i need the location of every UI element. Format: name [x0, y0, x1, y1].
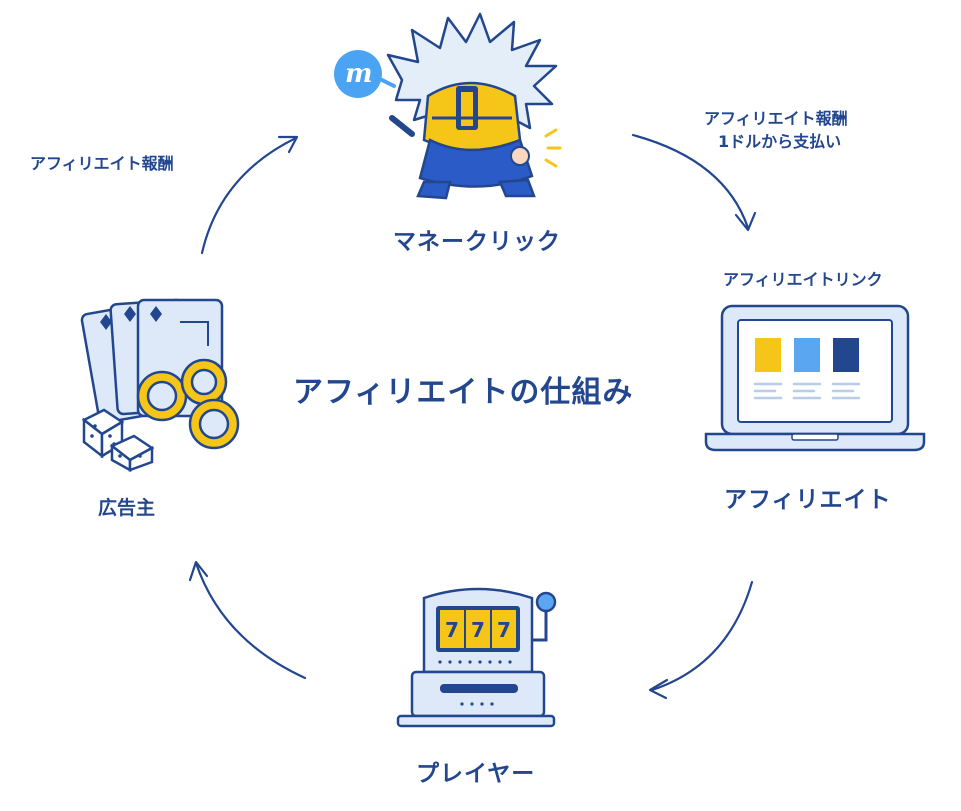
logo-letter: m	[345, 59, 373, 89]
arrow-top-to-right	[631, 133, 750, 230]
slot-symbol-1: 7	[445, 618, 459, 642]
node-label-moneyclick: マネークリック	[393, 229, 561, 255]
arrow-label-top-to-right-1: アフィリエイト報酬	[704, 109, 848, 128]
arrow-left-to-top	[200, 136, 298, 255]
node-label-affiliate: アフィリエイト	[724, 487, 892, 513]
arrow-right-to-bottom	[650, 580, 754, 692]
arrow-bottom-to-left	[194, 561, 307, 680]
arrow-label-top-to-right-2: 1ドルから支払い	[718, 132, 842, 151]
slot-symbol-2: 7	[471, 618, 485, 642]
slot-symbol-3: 7	[497, 618, 511, 642]
node-label-advertiser: 広告主	[98, 497, 156, 519]
node-label-player: プレイヤー	[416, 761, 536, 787]
arrow-label-left-to-top: アフィリエイト報酬	[30, 154, 174, 173]
diagram-title: アフィリエイトの仕組み	[293, 375, 634, 410]
sublabel-affiliate-link: アフィリエイトリンク	[723, 270, 883, 289]
